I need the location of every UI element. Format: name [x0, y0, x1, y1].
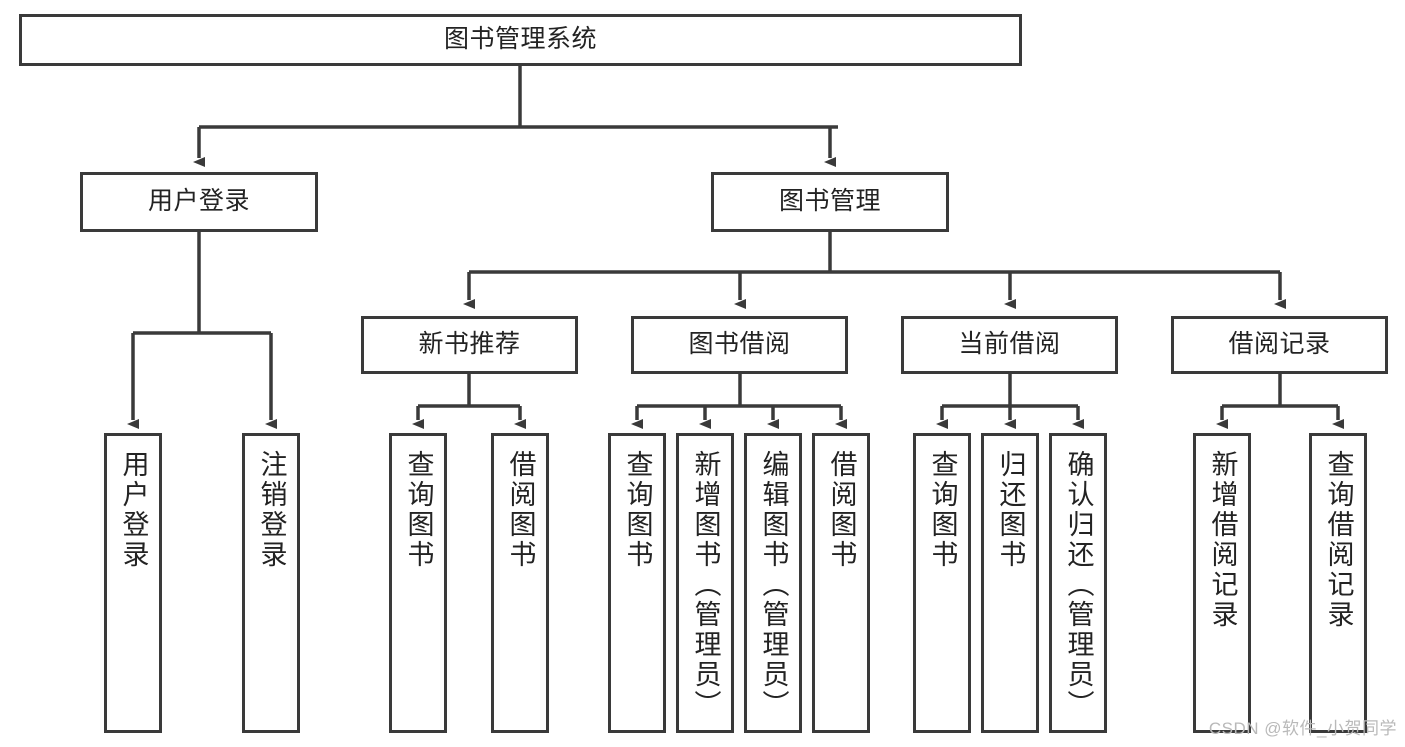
leaf-records-query-label: 查询借阅记录: [1323, 450, 1354, 630]
leaf-current-confirm-return[interactable]: 确认归还（管理员）: [1049, 433, 1107, 733]
leaf-borrow-query-book-label: 查询图书: [622, 450, 653, 570]
leaf-current-return-book-label: 归还图书: [995, 450, 1026, 570]
node-new-book-recommend[interactable]: 新书推荐: [361, 316, 578, 374]
leaf-new-book-query[interactable]: 查询图书: [389, 433, 447, 733]
node-root-system[interactable]: 图书管理系统: [19, 14, 1022, 66]
node-book-borrow[interactable]: 图书借阅: [631, 316, 848, 374]
leaf-borrow-query-book[interactable]: 查询图书: [608, 433, 666, 733]
leaf-records-query[interactable]: 查询借阅记录: [1309, 433, 1367, 733]
leaf-borrow-add-book-label: 新增图书（管理员）: [690, 450, 721, 720]
node-current-borrow[interactable]: 当前借阅: [901, 316, 1118, 374]
node-user-login[interactable]: 用户登录: [80, 172, 318, 232]
node-borrow-records[interactable]: 借阅记录: [1171, 316, 1388, 374]
csdn-watermark: CSDN @软件_小贺同学: [1208, 719, 1397, 738]
leaf-borrow-borrow-book-label: 借阅图书: [826, 450, 857, 570]
leaf-borrow-add-book[interactable]: 新增图书（管理员）: [676, 433, 734, 733]
leaf-records-add-label: 新增借阅记录: [1207, 450, 1238, 630]
leaf-new-book-query-label: 查询图书: [403, 450, 434, 570]
leaf-current-query-book[interactable]: 查询图书: [913, 433, 971, 733]
leaf-current-return-book[interactable]: 归还图书: [981, 433, 1039, 733]
leaf-user-login-signout-label: 注销登录: [256, 450, 287, 570]
leaf-new-book-borrow[interactable]: 借阅图书: [491, 433, 549, 733]
leaf-user-login-signin-label: 用户登录: [118, 450, 149, 570]
node-book-borrow-label: 图书借阅: [688, 330, 791, 359]
leaf-borrow-borrow-book[interactable]: 借阅图书: [812, 433, 870, 733]
leaf-user-login-signout[interactable]: 注销登录: [242, 433, 300, 733]
leaf-borrow-edit-book[interactable]: 编辑图书（管理员）: [744, 433, 802, 733]
leaf-records-add[interactable]: 新增借阅记录: [1193, 433, 1251, 733]
node-book-management[interactable]: 图书管理: [711, 172, 949, 232]
leaf-borrow-edit-book-label: 编辑图书（管理员）: [758, 450, 789, 720]
node-current-borrow-label: 当前借阅: [958, 330, 1061, 359]
leaf-new-book-borrow-label: 借阅图书: [505, 450, 536, 570]
leaf-current-query-book-label: 查询图书: [927, 450, 958, 570]
node-new-book-recommend-label: 新书推荐: [418, 330, 521, 359]
leaf-user-login-signin[interactable]: 用户登录: [104, 433, 162, 733]
node-root-system-label: 图书管理系统: [443, 25, 597, 54]
node-user-login-label: 用户登录: [147, 187, 250, 216]
leaf-current-confirm-return-label: 确认归还（管理员）: [1063, 450, 1094, 720]
node-book-management-label: 图书管理: [778, 187, 881, 216]
node-borrow-records-label: 借阅记录: [1228, 330, 1331, 359]
